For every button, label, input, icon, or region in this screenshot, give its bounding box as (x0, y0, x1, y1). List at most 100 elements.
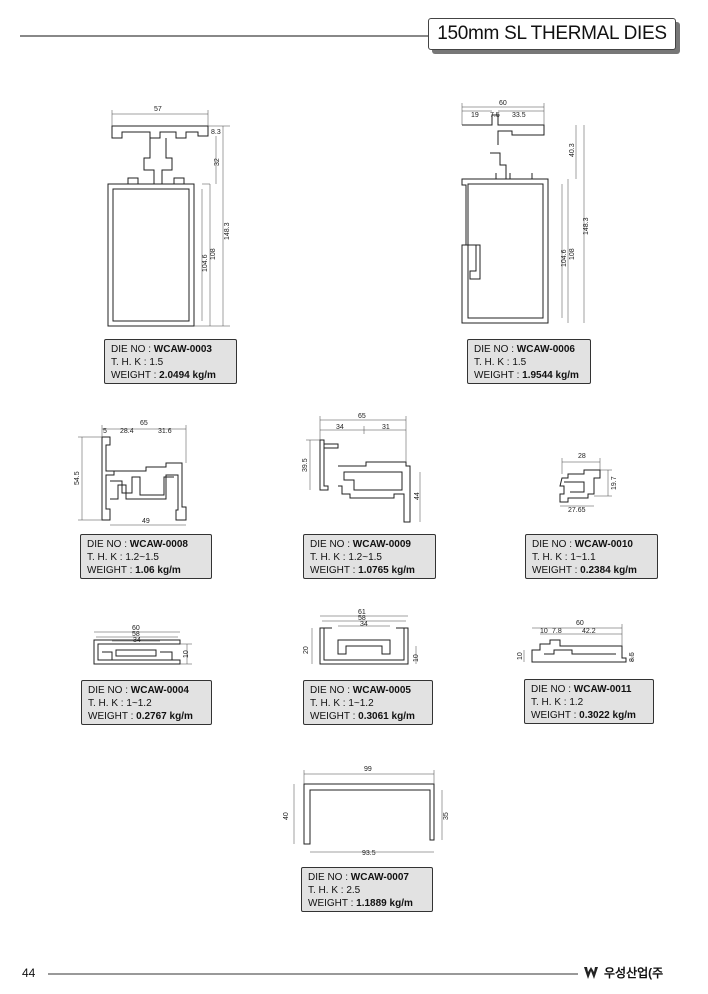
die-info-wcaw-0003: DIE NO : WCAW-0003 T. H. K : 1.5 WEIGHT … (104, 339, 237, 384)
weight-value: 0.3022 kg/m (579, 710, 636, 721)
weight-value: 0.2384 kg/m (580, 565, 637, 576)
thk-value: 1~1.2 (348, 698, 374, 709)
die-no-value: WCAW-0004 (130, 685, 189, 696)
dim-d5: 104.6 (202, 254, 209, 272)
profile-drawing-wcaw-0009: 65 34 31 39.5 44 (298, 410, 428, 530)
thk-label: T. H. K : (532, 552, 568, 563)
die-info-wcaw-0009: DIE NO : WCAW-0009 T. H. K : 1.2~1.5 WEI… (303, 534, 436, 579)
dim-width: 57 (154, 106, 162, 113)
weight-label: WEIGHT : (87, 565, 133, 576)
thk-value: 1.5 (149, 357, 164, 368)
dim-width: 28 (578, 453, 586, 460)
die-no-value: WCAW-0003 (153, 344, 212, 355)
die-info-wcaw-0011: DIE NO : WCAW-0011 T. H. K : 1.2 WEIGHT … (524, 679, 654, 724)
thk-value: 1.2 (569, 697, 584, 708)
dim-d4: 108 (210, 248, 217, 260)
dim-d2: 27.65 (568, 507, 586, 514)
profile-drawing-wcaw-0006: 60 19 7.5 33.5 40.3 148.3 108 104.6 (452, 95, 602, 330)
die-info-wcaw-0007: DIE NO : WCAW-0007 T. H. K : 2.5 WEIGHT … (301, 867, 433, 912)
profile-drawing-wcaw-0005: 61 58 34 20 10 (298, 606, 428, 671)
dim-d4: 44 (414, 492, 421, 500)
dim-d1: 40 (283, 812, 290, 820)
weight-value: 0.3061 kg/m (358, 711, 415, 722)
dim-d1: 5 (103, 428, 107, 435)
weight-value: 1.1889 kg/m (356, 898, 413, 909)
thk-label: T. H. K : (310, 698, 346, 709)
weight-value: 1.0765 kg/m (358, 565, 415, 576)
weight-label: WEIGHT : (310, 565, 356, 576)
dim-width: 60 (576, 620, 584, 627)
dim-d3: 31.6 (158, 428, 172, 435)
dim-d5: 49 (142, 518, 150, 525)
dim-d3: 10 (183, 650, 190, 658)
dim-d4: 10 (413, 654, 420, 662)
dim-width: 60 (499, 100, 507, 107)
dim-d1: 8.3 (211, 129, 221, 136)
dim-d2: 7.8 (552, 628, 562, 635)
profile-drawing-wcaw-0007: 99 40 35 93.5 (278, 758, 458, 858)
dim-d3: 39.5 (302, 458, 309, 472)
dim-d1: 10 (540, 628, 548, 635)
page-number: 44 (22, 966, 36, 980)
dim-d3: 20 (303, 646, 310, 654)
dim-width: 60 (132, 625, 140, 632)
dim-d1: 19.7 (611, 476, 618, 490)
dim-d2: 28.4 (120, 428, 134, 435)
weight-value: 0.2767 kg/m (136, 711, 193, 722)
die-no-label: DIE NO : (310, 685, 351, 696)
thk-label: T. H. K : (308, 885, 344, 896)
profile-drawing-wcaw-0003: 57 8.3 32 148.3 108 104.6 (98, 100, 258, 335)
die-no-label: DIE NO : (308, 872, 349, 883)
dim-d6: 108 (569, 248, 576, 260)
dim-d3: 148.3 (224, 222, 231, 240)
dim-d1: 58 (132, 631, 140, 638)
dim-d3: 93.5 (362, 850, 376, 857)
dim-width: 61 (358, 609, 366, 616)
die-no-value: WCAW-0005 (352, 685, 411, 696)
company-logo: 우성산업(주 (584, 964, 663, 981)
dim-d2: 34 (133, 637, 141, 644)
dim-d3: 42.2 (582, 628, 596, 635)
die-no-label: DIE NO : (88, 685, 129, 696)
die-info-wcaw-0005: DIE NO : WCAW-0005 T. H. K : 1~1.2 WEIGH… (303, 680, 433, 725)
profile-drawing-wcaw-0011: 60 10 7.8 42.2 10 8.5 (510, 614, 640, 669)
thk-value: 2.5 (346, 885, 361, 896)
dim-d2: 35 (443, 812, 450, 820)
dim-d4: 10 (517, 652, 524, 660)
thk-value: 1.2~1.5 (348, 552, 382, 563)
die-no-label: DIE NO : (310, 539, 351, 550)
die-info-wcaw-0006: DIE NO : WCAW-0006 T. H. K : 1.5 WEIGHT … (467, 339, 591, 384)
weight-label: WEIGHT : (531, 710, 577, 721)
logo-mark-icon (584, 966, 598, 979)
die-info-wcaw-0004: DIE NO : WCAW-0004 T. H. K : 1~1.2 WEIGH… (81, 680, 212, 725)
dim-d1: 58 (358, 615, 366, 622)
dim-d2: 7.5 (490, 112, 500, 119)
thk-label: T. H. K : (111, 357, 147, 368)
dim-d1: 19 (471, 112, 479, 119)
dim-width: 65 (358, 413, 366, 420)
dim-d4: 54.5 (74, 471, 81, 485)
thk-label: T. H. K : (474, 357, 510, 368)
dim-d4: 40.3 (569, 143, 576, 157)
die-no-label: DIE NO : (531, 684, 572, 695)
die-no-value: WCAW-0011 (573, 684, 632, 695)
dim-width: 99 (364, 766, 372, 773)
die-info-wcaw-0008: DIE NO : WCAW-0008 T. H. K : 1.2~1.5 WEI… (80, 534, 212, 579)
profile-drawing-wcaw-0008: 65 5 28.4 31.6 54.5 49 (70, 415, 200, 530)
weight-label: WEIGHT : (532, 565, 578, 576)
thk-label: T. H. K : (310, 552, 346, 563)
weight-label: WEIGHT : (474, 370, 520, 381)
die-no-label: DIE NO : (87, 539, 128, 550)
header-rule (20, 35, 430, 37)
weight-value: 2.0494 kg/m (159, 370, 216, 381)
dim-d2: 32 (214, 158, 221, 166)
dim-d2: 34 (360, 621, 368, 628)
thk-label: T. H. K : (87, 552, 123, 563)
die-no-label: DIE NO : (474, 344, 515, 355)
thk-label: T. H. K : (88, 698, 124, 709)
profile-drawing-wcaw-0004: 60 58 34 10 (82, 620, 202, 670)
dim-d1: 34 (336, 424, 344, 431)
profile-drawing-wcaw-0010: 28 19.7 27.65 (548, 448, 628, 518)
die-no-value: WCAW-0006 (516, 344, 575, 355)
die-no-label: DIE NO : (532, 539, 573, 550)
